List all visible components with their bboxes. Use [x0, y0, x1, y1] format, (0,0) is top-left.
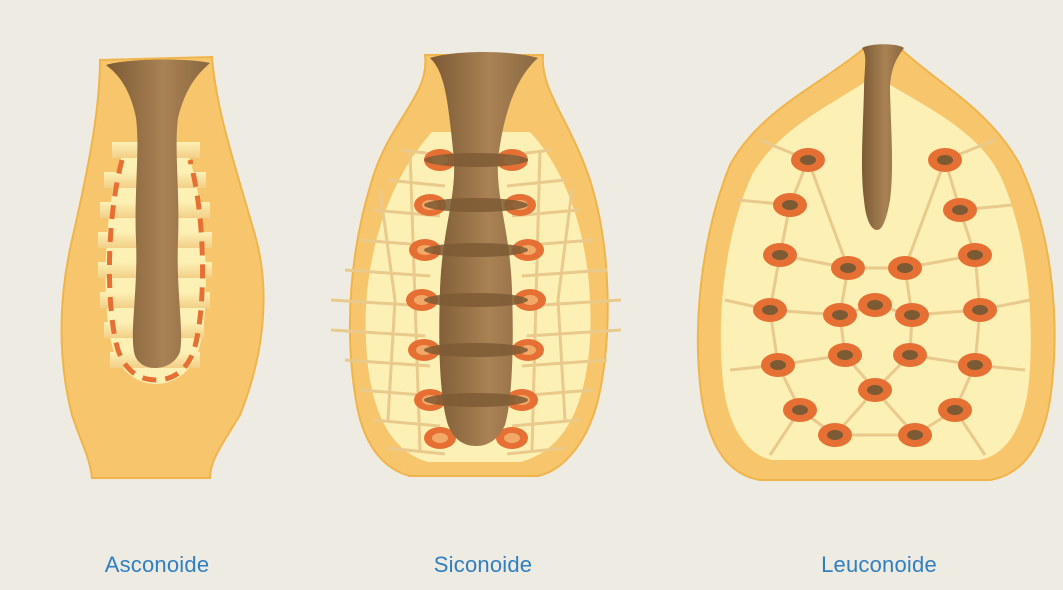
- leuconoid-chamber-core: [827, 430, 843, 440]
- syconoid-label: Siconoide: [363, 552, 603, 578]
- leuconoid-chamber-core: [967, 360, 983, 370]
- syconoid-chamber-pore: [504, 433, 520, 443]
- leuconoid-chamber-core: [897, 263, 913, 273]
- leuconoid-chamber-core: [832, 310, 848, 320]
- leuconoid-chamber-core: [967, 250, 983, 260]
- syconoid-radial-canal: [424, 293, 528, 307]
- leuconoid-sponge-icon: [698, 44, 1055, 480]
- leuconoid-chamber-core: [907, 430, 923, 440]
- leuconoid-chamber-core: [772, 250, 788, 260]
- leuconoid-chamber-core: [947, 405, 963, 415]
- syconoid-radial-canal: [424, 243, 528, 257]
- syconoid-chamber-pore: [432, 433, 448, 443]
- leuconoid-chamber-core: [782, 200, 798, 210]
- leuconoid-chamber-core: [867, 385, 883, 395]
- leuconoid-chamber-core: [867, 300, 883, 310]
- syconoid-radial-canal: [424, 153, 528, 167]
- leuconoid-chamber-core: [800, 155, 816, 165]
- leuconoid-chamber-core: [904, 310, 920, 320]
- syconoid-radial-canal: [424, 343, 528, 357]
- syconoid-radial-canal: [424, 393, 528, 407]
- leuconoid-chamber-core: [792, 405, 808, 415]
- leuconoid-chamber-core: [972, 305, 988, 315]
- asconoid-label: Asconoide: [37, 552, 277, 578]
- leuconoid-chamber-core: [840, 263, 856, 273]
- leuconoid-chamber-core: [762, 305, 778, 315]
- syconoid-sponge-icon: [331, 52, 621, 476]
- leuconoid-chamber-core: [770, 360, 786, 370]
- leuconoid-chamber-core: [837, 350, 853, 360]
- leuconoid-chamber-core: [902, 350, 918, 360]
- leuconoid-chamber-core: [937, 155, 953, 165]
- leuconoid-label: Leuconoide: [759, 552, 999, 578]
- syconoid-radial-canal: [424, 198, 528, 212]
- asconoid-sponge-icon: [62, 57, 264, 478]
- leuconoid-chamber-core: [952, 205, 968, 215]
